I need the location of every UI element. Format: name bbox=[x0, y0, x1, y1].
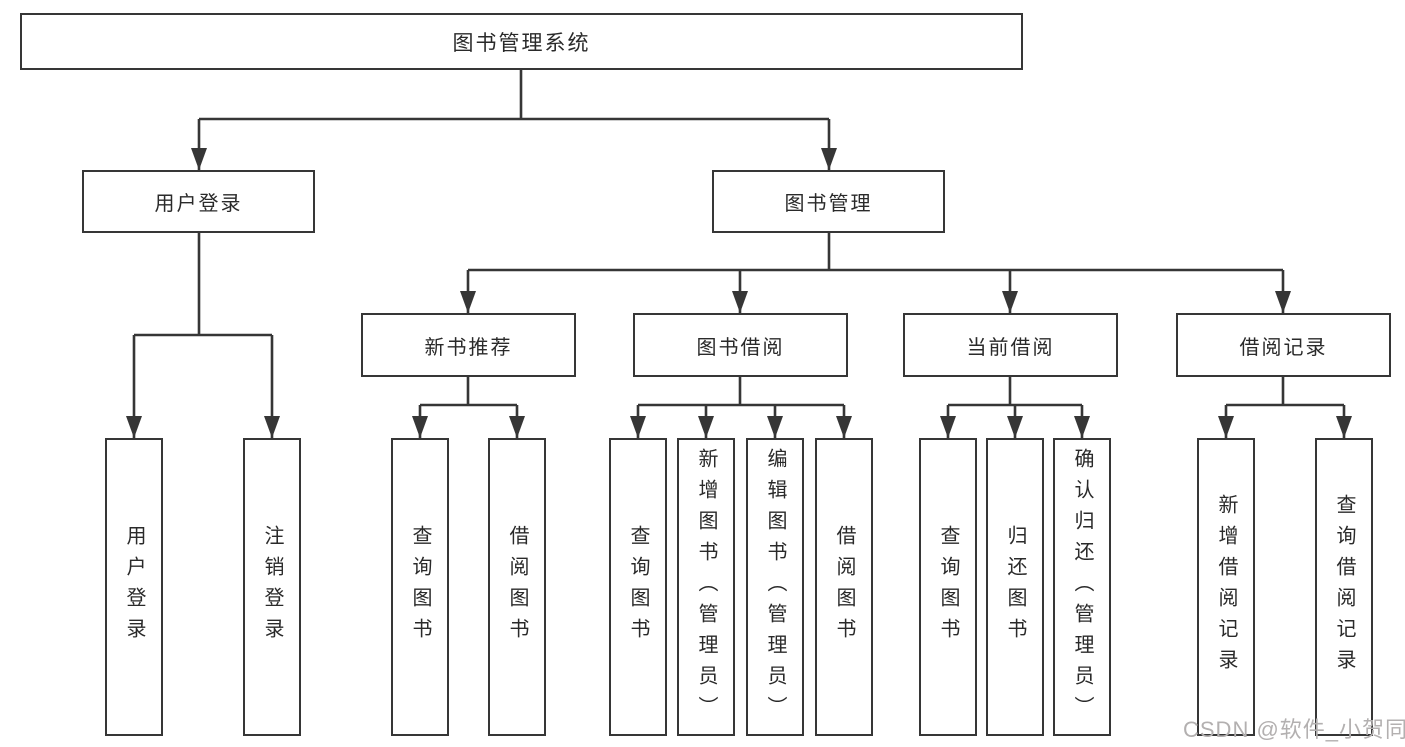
node-label: 编辑图书（管理员） bbox=[764, 447, 786, 727]
node-label: 借阅图书 bbox=[506, 525, 528, 649]
node-label: 查询图书 bbox=[937, 525, 959, 649]
csdn-watermark: CSDN @软件_小贺同学 bbox=[1183, 717, 1405, 742]
leaf-current-return-books: 归还图书 bbox=[986, 438, 1044, 736]
leaf-logout-login: 注销登录 bbox=[243, 438, 301, 736]
node-label: 查询图书 bbox=[409, 525, 431, 649]
leaf-newbook-query-books: 查询图书 bbox=[391, 438, 449, 736]
leaf-records-add: 新增借阅记录 bbox=[1197, 438, 1255, 736]
leaf-borrow-query-books: 查询图书 bbox=[609, 438, 667, 736]
node-book-borrow: 图书借阅 bbox=[633, 313, 848, 377]
leaf-borrow-add-books-admin: 新增图书（管理员） bbox=[677, 438, 735, 736]
node-book-management: 图书管理 bbox=[712, 170, 945, 233]
node-label: 查询借阅记录 bbox=[1333, 494, 1355, 680]
node-label: 图书管理 bbox=[784, 193, 873, 215]
node-label: 当前借阅 bbox=[966, 336, 1055, 359]
node-label: 新增借阅记录 bbox=[1215, 494, 1237, 680]
leaf-records-query: 查询借阅记录 bbox=[1315, 438, 1373, 736]
node-label: 注销登录 bbox=[261, 525, 283, 649]
node-label: 图书借阅 bbox=[696, 336, 785, 359]
leaf-borrow-borrow-books: 借阅图书 bbox=[815, 438, 873, 736]
node-borrow-records: 借阅记录 bbox=[1176, 313, 1391, 377]
arrowheads bbox=[126, 148, 1352, 438]
node-library-system: 图书管理系统 bbox=[20, 13, 1023, 70]
leaf-borrow-edit-books-admin: 编辑图书（管理员） bbox=[746, 438, 804, 736]
node-label: 归还图书 bbox=[1004, 525, 1026, 649]
node-label: 图书管理系统 bbox=[452, 31, 591, 55]
node-current-borrow: 当前借阅 bbox=[903, 313, 1118, 377]
node-label: 新书推荐 bbox=[424, 336, 513, 359]
leaf-user-login: 用户登录 bbox=[105, 438, 163, 736]
node-label: 借阅图书 bbox=[833, 525, 855, 649]
node-user-login: 用户登录 bbox=[82, 170, 315, 233]
leaf-current-query-books: 查询图书 bbox=[919, 438, 977, 736]
node-label: 用户登录 bbox=[154, 193, 243, 215]
node-new-book-recommend: 新书推荐 bbox=[361, 313, 576, 377]
leaf-newbook-borrow-books: 借阅图书 bbox=[488, 438, 546, 736]
node-label: 用户登录 bbox=[123, 525, 145, 649]
node-label: 确认归还（管理员） bbox=[1071, 447, 1093, 727]
node-label: 查询图书 bbox=[627, 525, 649, 649]
leaf-current-confirm-return-admin: 确认归还（管理员） bbox=[1053, 438, 1111, 736]
node-label: 借阅记录 bbox=[1239, 336, 1328, 359]
node-label: 新增图书（管理员） bbox=[695, 447, 717, 727]
